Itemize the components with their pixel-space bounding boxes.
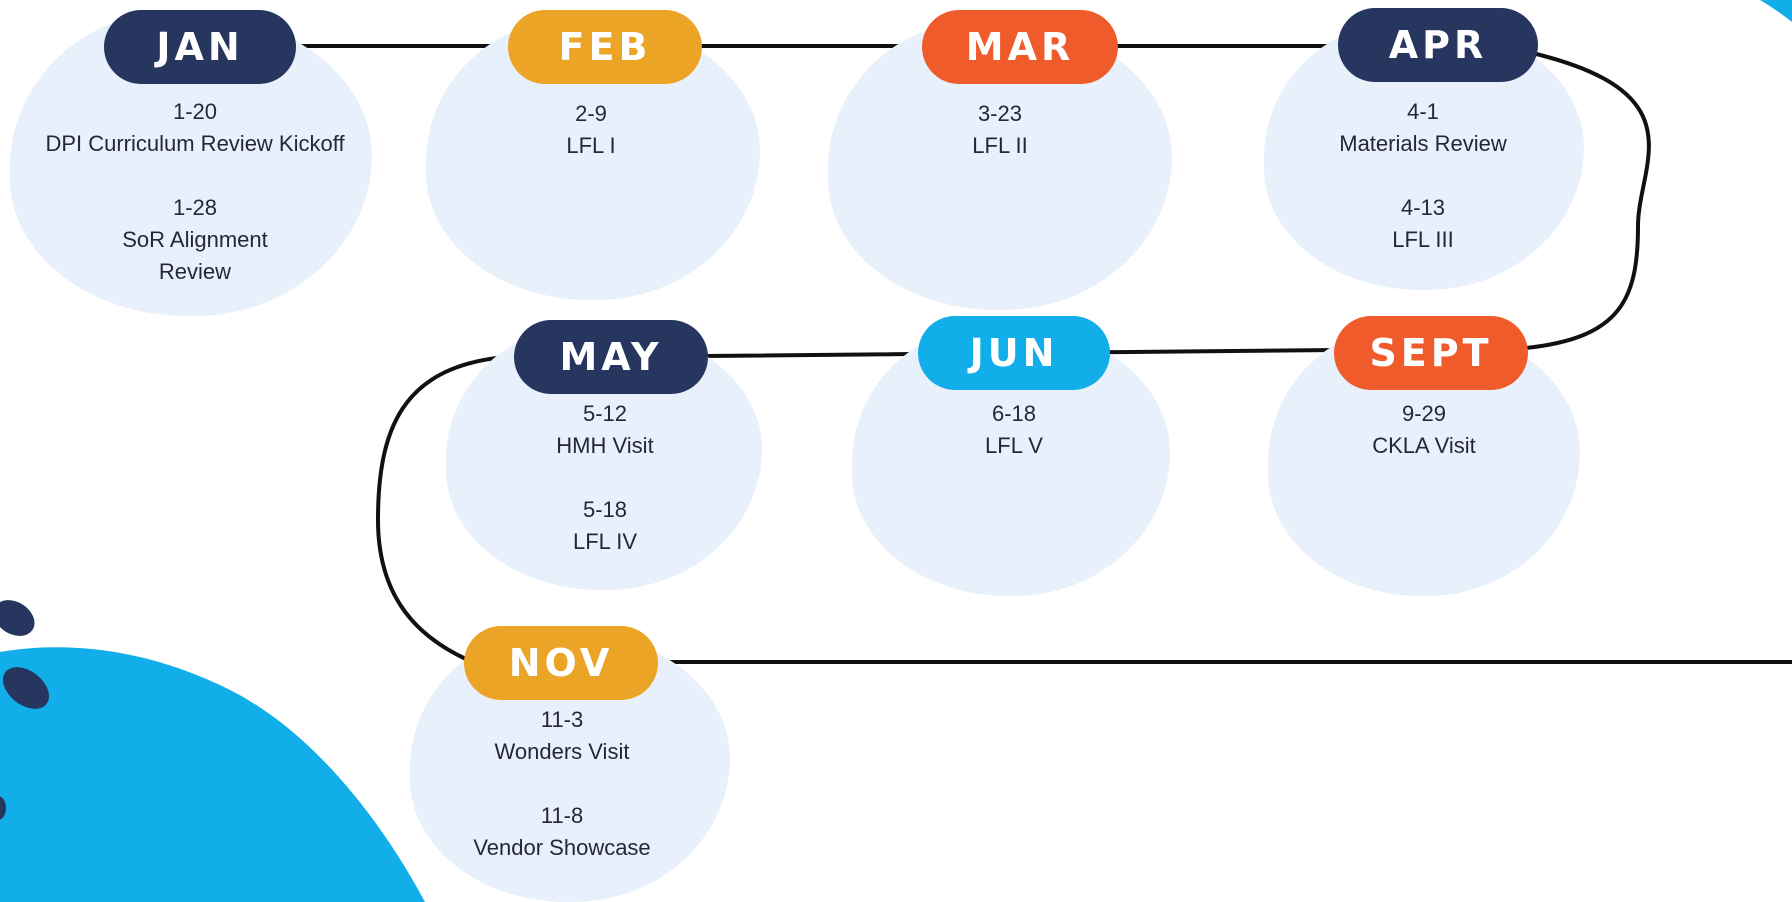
- event-title: SoR Alignment: [122, 227, 268, 252]
- month-card-apr: APR 4-1 Materials Review 4-13 LFL III: [1258, 0, 1588, 300]
- event-title: LFL II: [972, 133, 1028, 158]
- event-item: 5-18 LFL IV: [455, 494, 755, 558]
- blue-corner-decoration: [1760, 0, 1792, 22]
- event-date: 1-28: [172, 195, 218, 220]
- month-label-sept: SEPT: [1369, 331, 1493, 375]
- event-date: 1-20: [172, 99, 218, 124]
- month-events-mar: 3-23 LFL II: [850, 98, 1150, 194]
- event-item: 5-12 HMH Visit: [455, 398, 755, 462]
- month-card-sept: SEPT 9-29 CKLA Visit: [1258, 308, 1588, 608]
- event-date: 6-18: [991, 401, 1037, 426]
- month-label-may: MAY: [559, 335, 663, 379]
- month-card-jun: JUN 6-18 LFL V: [840, 308, 1180, 608]
- event-item: 4-1 Materials Review: [1273, 96, 1573, 160]
- month-label-apr: APR: [1388, 23, 1488, 67]
- event-title: Vendor Showcase: [473, 835, 651, 860]
- event-title: CKLA Visit: [1372, 433, 1476, 458]
- event-title: HMH Visit: [556, 433, 654, 458]
- event-date: 4-13: [1400, 195, 1446, 220]
- event-date: 4-1: [1407, 99, 1439, 124]
- blue-wave-decoration: [0, 647, 425, 902]
- month-label-feb: FEB: [558, 25, 652, 69]
- connector-curve-right: [1524, 50, 1651, 350]
- event-title: Materials Review: [1339, 131, 1507, 156]
- month-pill-mar: MAR: [922, 10, 1118, 84]
- month-pill-feb: FEB: [508, 10, 702, 84]
- month-card-feb: FEB 2-9 LFL I: [416, 0, 766, 310]
- month-events-jun: 6-18 LFL V: [864, 398, 1164, 494]
- event-title: LFL III: [1392, 227, 1454, 252]
- month-label-mar: MAR: [965, 25, 1075, 69]
- event-title: LFL I: [566, 133, 616, 158]
- event-date: 5-12: [582, 401, 628, 426]
- month-pill-jun: JUN: [918, 316, 1110, 390]
- event-date: 5-18: [582, 497, 628, 522]
- connector-curve-left: [375, 354, 520, 662]
- event-date: 2-9: [575, 101, 607, 126]
- event-item: 2-9 LFL I: [441, 98, 741, 162]
- month-pill-sept: SEPT: [1334, 316, 1528, 390]
- month-card-jan: JAN 1-20 DPI Curriculum Review Kickoff 1…: [0, 0, 380, 330]
- event-title: LFL V: [985, 433, 1043, 458]
- event-item: 4-13 LFL III: [1273, 192, 1573, 256]
- month-card-may: MAY 5-12 HMH Visit 5-18 LFL IV: [440, 310, 770, 600]
- month-events-feb: 2-9 LFL I: [441, 98, 741, 194]
- navy-dot-decoration: [2, 667, 50, 709]
- month-card-mar: MAR 3-23 LFL II: [820, 0, 1180, 320]
- event-date: 9-29: [1401, 401, 1447, 426]
- event-title: LFL IV: [573, 529, 637, 554]
- month-pill-jan: JAN: [104, 10, 296, 84]
- event-title: Wonders Visit: [494, 739, 630, 764]
- month-pill-may: MAY: [514, 320, 708, 394]
- month-events-may: 5-12 HMH Visit 5-18 LFL IV: [455, 398, 755, 590]
- navy-dot-decoration: [0, 600, 35, 636]
- month-label-jan: JAN: [156, 25, 244, 69]
- event-item: 3-23 LFL II: [850, 98, 1150, 162]
- month-pill-nov: NOV: [464, 626, 658, 700]
- month-label-nov: NOV: [508, 641, 614, 685]
- event-date: 11-3: [540, 707, 584, 732]
- month-events-nov: 11-3 Wonders Visit 11-8 Vendor Showcase: [412, 704, 712, 896]
- month-card-nov: NOV 11-3 Wonders Visit 11-8 Vendor Showc…: [400, 620, 740, 902]
- event-item: 1-28 SoR Alignment Review: [20, 192, 370, 288]
- event-date: 11-8: [540, 803, 584, 828]
- event-item: 1-20 DPI Curriculum Review Kickoff: [20, 96, 370, 160]
- event-item: 6-18 LFL V: [864, 398, 1164, 462]
- month-label-jun: JUN: [969, 331, 1059, 375]
- event-item: 11-3 Wonders Visit: [412, 704, 712, 768]
- event-item: 9-29 CKLA Visit: [1274, 398, 1574, 462]
- month-events-apr: 4-1 Materials Review 4-13 LFL III: [1273, 96, 1573, 288]
- month-events-sept: 9-29 CKLA Visit: [1274, 398, 1574, 494]
- month-events-jan: 1-20 DPI Curriculum Review Kickoff 1-28 …: [20, 96, 370, 320]
- month-pill-apr: APR: [1338, 8, 1538, 82]
- navy-dot-decoration: [0, 796, 6, 820]
- event-title: DPI Curriculum Review Kickoff: [45, 131, 345, 156]
- event-item: 11-8 Vendor Showcase: [412, 800, 712, 864]
- event-title: Review: [158, 259, 232, 284]
- event-date: 3-23: [977, 101, 1023, 126]
